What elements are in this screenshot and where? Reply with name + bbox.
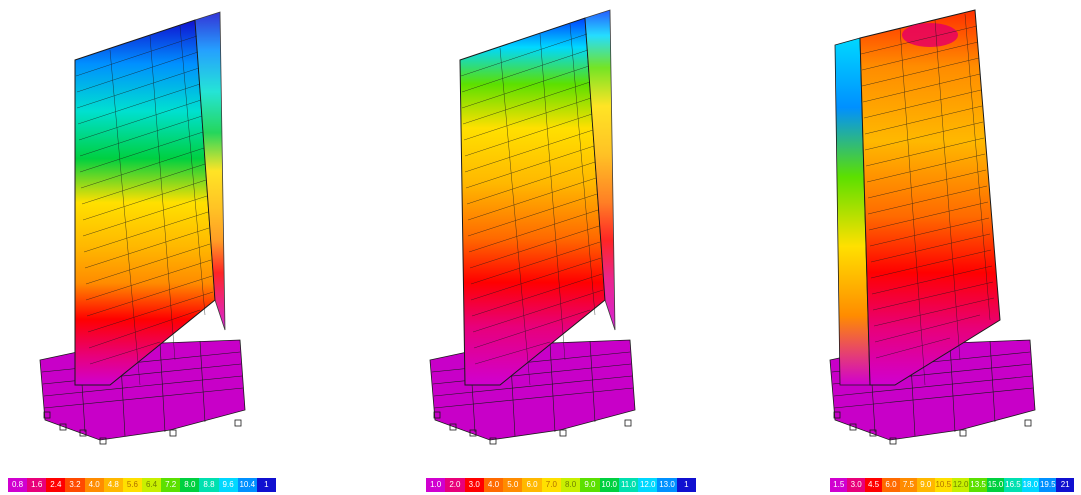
- tower-face-3: [859, 9, 1001, 386]
- legend-segment: 9.0: [917, 478, 935, 492]
- legend-segment: 5.0: [503, 478, 523, 492]
- legend-segment: 10.5: [934, 478, 952, 492]
- legend-segment: 19.5: [1039, 478, 1057, 492]
- legend-segment: 4.5: [864, 478, 883, 492]
- tower-face-1: [74, 19, 216, 386]
- building-model-2: [429, 9, 636, 445]
- legend-segment: 9.6: [218, 478, 238, 492]
- legend-segment: 8.0: [180, 478, 200, 492]
- legend-segment: 1.0: [426, 478, 446, 492]
- legend-segment: 1.5: [830, 478, 848, 492]
- legend-segment: 18.0: [1021, 478, 1040, 492]
- legend-segment: 6.4: [141, 478, 162, 492]
- legend-segment: 2.4: [46, 478, 66, 492]
- podium-floors-1: [41, 340, 244, 437]
- contour-panel-1: 0.8 1.6 2.4 3.2 4.0 4.8 5.6 6.4 7.2 8.0 …: [0, 0, 360, 495]
- tower-side-2: [584, 9, 616, 331]
- legend-segment: 4.8: [103, 478, 123, 492]
- peak-hotspot-3: [902, 23, 958, 47]
- tower-face-2: [459, 17, 606, 386]
- legend-segment: 6.0: [522, 478, 542, 492]
- legend-segment: 0.8: [8, 478, 28, 492]
- legend-segment: 7.2: [161, 478, 181, 492]
- legend-segment: 13.0: [657, 478, 677, 492]
- tower-side-1: [194, 11, 226, 331]
- legend-segment: 12.0: [951, 478, 970, 492]
- color-legend-3: 1.5 3.0 4.5 6.0 7.5 9.0 10.5 12.0 13.5 1…: [830, 478, 1074, 492]
- legend-segment: 1: [676, 478, 696, 492]
- legend-segment: 15.0: [986, 478, 1005, 492]
- support-symbols-1: [43, 411, 242, 445]
- legend-segment: 11.0: [618, 478, 639, 492]
- legend-segment: 10.0: [599, 478, 619, 492]
- legend-segment: 4.0: [84, 478, 104, 492]
- legend-segment: 3.0: [847, 478, 865, 492]
- legend-segment: 6.0: [882, 478, 900, 492]
- legend-segment: 21: [1056, 478, 1074, 492]
- color-legend-2: 1.0 2.0 3.0 4.0 5.0 6.0 7.0 8.0 9.0 10.0…: [426, 478, 696, 492]
- legend-segment: 8.0: [560, 478, 581, 492]
- building-model-1: [39, 11, 246, 445]
- contour-panel-2: 1.0 2.0 3.0 4.0 5.0 6.0 7.0 8.0 9.0 10.0…: [360, 0, 720, 495]
- building-model-3: [829, 9, 1036, 445]
- tower-floor-lines-1: [75, 25, 214, 386]
- legend-segment: 8.8: [199, 478, 219, 492]
- color-legend-1: 0.8 1.6 2.4 3.2 4.0 4.8 5.6 6.4 7.2 8.0 …: [8, 478, 276, 492]
- legend-segment: 7.5: [899, 478, 918, 492]
- legend-segment: 12.0: [638, 478, 658, 492]
- legend-segment: 1: [256, 478, 276, 492]
- legend-segment: 2.0: [445, 478, 465, 492]
- legend-segment: 9.0: [580, 478, 600, 492]
- legend-segment: 10.4: [237, 478, 257, 492]
- legend-segment: 1.6: [27, 478, 47, 492]
- legend-segment: 4.0: [483, 478, 504, 492]
- legend-segment: 5.6: [122, 478, 142, 492]
- legend-segment: 13.5: [969, 478, 987, 492]
- legend-segment: 7.0: [541, 478, 561, 492]
- legend-segment: 3.2: [65, 478, 85, 492]
- legend-segment: 16.5: [1004, 478, 1022, 492]
- legend-segment: 3.0: [464, 478, 484, 492]
- contour-panel-3: 1.5 3.0 4.5 6.0 7.5 9.0 10.5 12.0 13.5 1…: [720, 0, 1081, 495]
